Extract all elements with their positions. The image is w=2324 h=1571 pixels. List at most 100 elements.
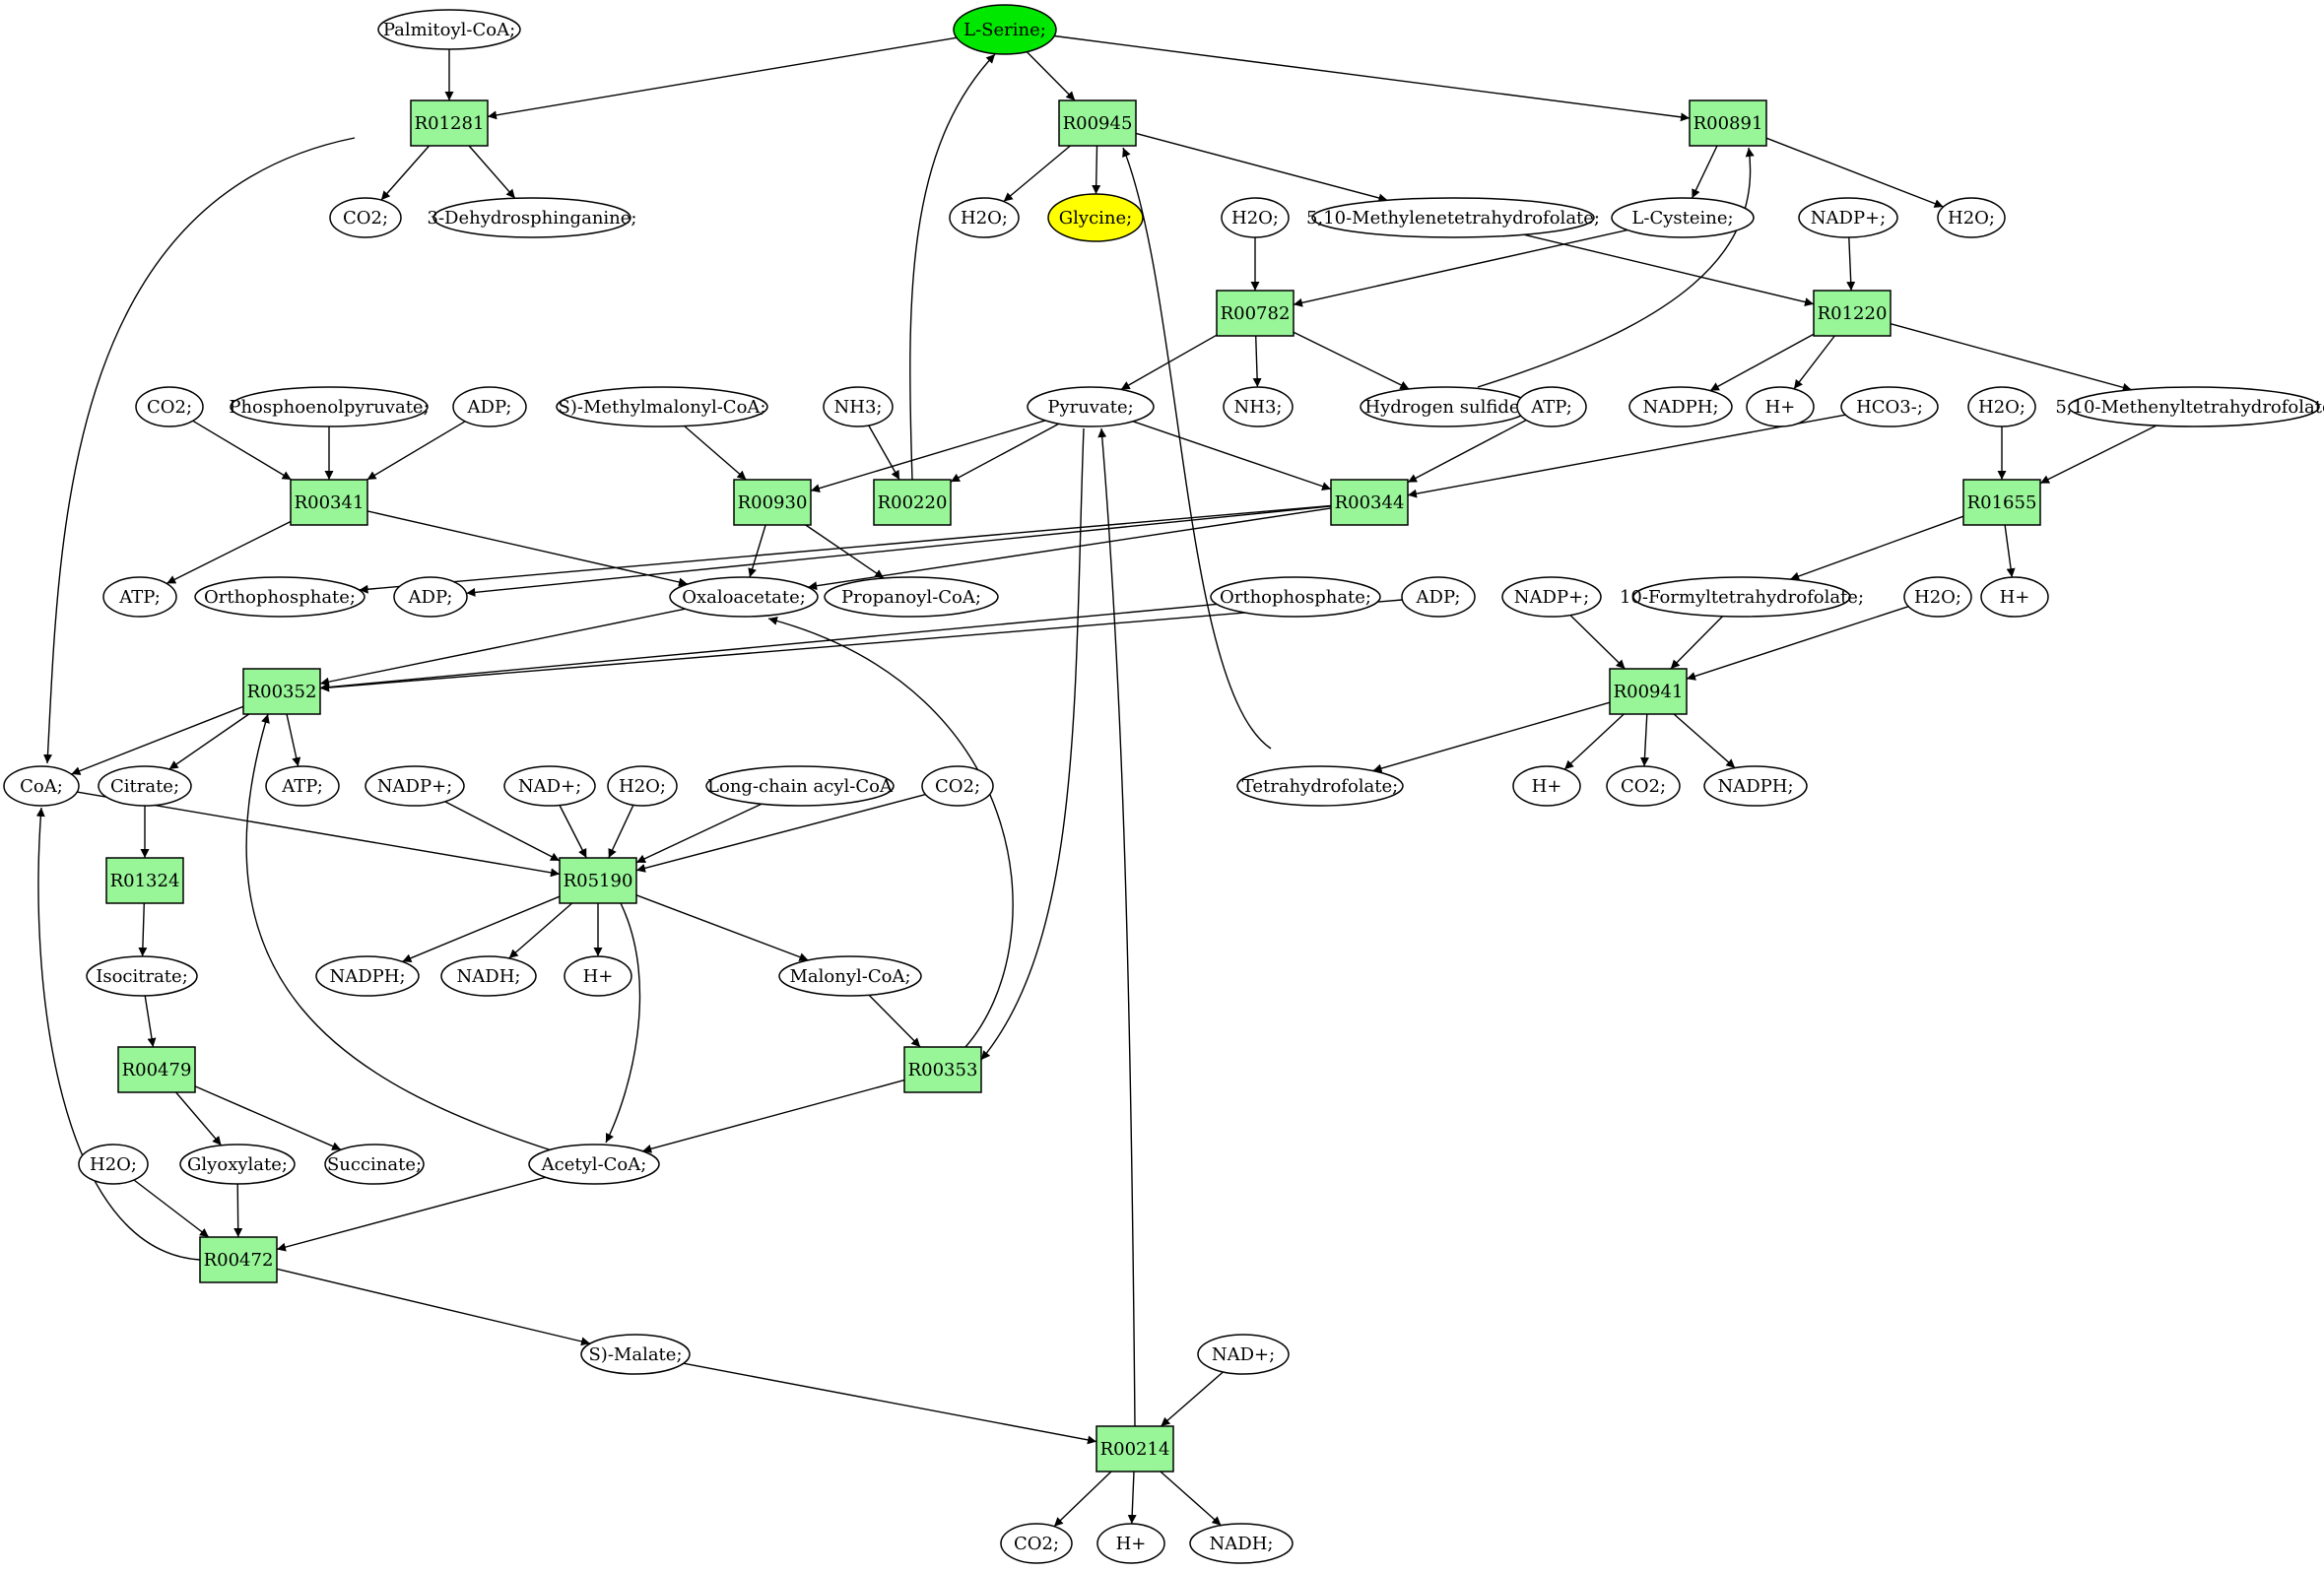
metabolite-node-pep[interactable]: Phosphoenolpyruvate; [229, 386, 430, 427]
metabolite-node-isocit[interactable]: Isocitrate; [86, 955, 198, 997]
metabolite-node-accoa[interactable]: Acetyl-CoA; [528, 1144, 660, 1185]
reaction-node-R05190[interactable]: R05190 [559, 857, 637, 904]
metabolite-node-co2_e[interactable]: CO2; [1000, 1523, 1073, 1564]
edge-methenyl-to-R01655 [2039, 425, 2158, 485]
metabolite-node-coa[interactable]: CoA; [3, 765, 80, 807]
metabolite-node-hplus_c[interactable]: H+ [1512, 765, 1581, 807]
edge-R00341-to-oaa [366, 510, 689, 587]
metabolite-node-pyr[interactable]: Pyruvate; [1027, 386, 1155, 427]
edge-cys-to-R00782 [1293, 229, 1628, 307]
metabolite-node-propcoa[interactable]: Propanoyl-CoA; [824, 576, 999, 618]
metabolite-node-thf[interactable]: Tetrahydrofolate; [1236, 765, 1404, 807]
metabolite-node-h2o_c[interactable]: H2O; [1937, 197, 2006, 238]
metabolite-node-h2o_e[interactable]: H2O; [1903, 576, 1972, 618]
metabolite-node-h2o_a[interactable]: H2O; [949, 197, 1020, 238]
metabolite-node-smalate[interactable]: S)-Malate; [580, 1334, 691, 1375]
metabolite-node-adp_b[interactable]: ADP; [393, 576, 468, 618]
metabolite-node-cys[interactable]: L-Cysteine; [1611, 197, 1755, 238]
node-label: NAD+; [1212, 1344, 1275, 1365]
node-shape [315, 955, 420, 997]
metabolite-node-nadp_a[interactable]: NADP+; [1798, 197, 1898, 238]
reaction-node-R00479[interactable]: R00479 [117, 1046, 196, 1093]
metabolite-node-smmcoa[interactable]: S)-Methylmalonyl-CoA; [556, 386, 768, 427]
metabolite-node-nadh_b[interactable]: NADH; [1189, 1523, 1294, 1564]
node-label: NADP+; [377, 776, 452, 797]
metabolite-node-co2_c[interactable]: CO2; [921, 765, 994, 807]
metabolite-node-mthf[interactable]: 5,10-Methylenetetrahydrofolate; [1306, 197, 1600, 238]
metabolite-node-glycine[interactable]: Glycine; [1047, 193, 1144, 242]
metabolite-node-nad_a[interactable]: NAD+; [503, 765, 596, 807]
metabolite-node-hplus_b[interactable]: H+ [1980, 576, 2049, 618]
metabolite-node-atp_b[interactable]: ATP; [102, 576, 177, 618]
metabolite-node-co2_a[interactable]: CO2; [329, 197, 402, 238]
reaction-node-R01655[interactable]: R01655 [1962, 479, 2041, 526]
node-shape [1628, 386, 1733, 427]
metabolite-node-h2o_f[interactable]: H2O; [607, 765, 678, 807]
metabolite-node-nadph_c[interactable]: NADPH; [315, 955, 420, 997]
reaction-node-R01324[interactable]: R01324 [105, 857, 184, 904]
metabolite-node-malcoa[interactable]: Malonyl-CoA; [778, 955, 922, 997]
metabolite-node-atp_a[interactable]: ATP; [1516, 386, 1587, 427]
metabolite-node-serine[interactable]: L-Serine; [953, 4, 1057, 55]
metabolite-node-palm[interactable]: Palmitoyl-CoA; [377, 9, 521, 50]
node-shape [1236, 765, 1404, 807]
metabolite-node-nadph_b[interactable]: NADPH; [1703, 765, 1808, 807]
reaction-node-R00945[interactable]: R00945 [1058, 99, 1137, 147]
reaction-node-R00782[interactable]: R00782 [1216, 290, 1295, 337]
metabolite-node-succ[interactable]: Succinate; [324, 1144, 425, 1185]
node-label: R01220 [1818, 303, 1888, 324]
edge-R00945-to-mthf [1135, 132, 1388, 203]
node-shape [503, 765, 596, 807]
metabolite-node-co2_b[interactable]: CO2; [135, 386, 204, 427]
metabolite-node-nh3_b[interactable]: NH3; [1223, 386, 1294, 427]
metabolite-node-nadh_a[interactable]: NADH; [440, 955, 537, 997]
reaction-node-R00341[interactable]: R00341 [290, 479, 368, 526]
reaction-node-R00220[interactable]: R00220 [873, 479, 952, 526]
reaction-node-R01220[interactable]: R01220 [1813, 290, 1892, 337]
node-shape [265, 765, 340, 807]
metabolite-node-orthop_b[interactable]: Orthophosphate; [1210, 576, 1381, 618]
metabolite-node-adp_c[interactable]: ADP; [1401, 576, 1476, 618]
metabolite-node-nadp_b[interactable]: NADP+; [1501, 576, 1602, 618]
metabolite-node-lcacoa[interactable]: Long-chain acyl-CoA [705, 765, 895, 807]
node-shape [1967, 386, 2036, 427]
metabolite-node-nadp_c[interactable]: NADP+; [365, 765, 465, 807]
metabolite-node-co2_d[interactable]: CO2; [1606, 765, 1681, 807]
metabolite-node-nh3_a[interactable]: NH3; [823, 386, 894, 427]
node-shape [230, 386, 429, 427]
metabolite-node-glyox[interactable]: Glyoxylate; [179, 1144, 296, 1185]
metabolite-node-nad_b[interactable]: NAD+; [1197, 1334, 1290, 1375]
metabolite-node-formyl[interactable]: 10-Formyltetrahydrofolate; [1620, 576, 1864, 618]
edge-R00214-to-hplus_e [1127, 1471, 1137, 1525]
metabolite-node-hplus_d[interactable]: H+ [564, 955, 632, 997]
reaction-node-R00891[interactable]: R00891 [1689, 99, 1767, 147]
node-label: H2O; [1231, 208, 1279, 229]
metabolite-node-h2o_g[interactable]: H2O; [78, 1144, 149, 1185]
metabolite-node-hplus_a[interactable]: H+ [1746, 386, 1815, 427]
metabolite-node-methenyl[interactable]: 5,10-Methenyltetrahydrofolate [2055, 386, 2324, 427]
metabolite-node-atp_c[interactable]: ATP; [265, 765, 340, 807]
reaction-node-R00941[interactable]: R00941 [1609, 668, 1688, 715]
metabolite-node-nadph_a[interactable]: NADPH; [1628, 386, 1733, 427]
node-label: ADP; [467, 397, 512, 418]
reaction-node-R00214[interactable]: R00214 [1096, 1425, 1174, 1473]
metabolite-node-h2o_d[interactable]: H2O; [1967, 386, 2036, 427]
metabolite-node-h2s[interactable]: Hydrogen sulfide; [1360, 386, 1531, 427]
metabolite-node-adp_a[interactable]: ADP; [452, 386, 527, 427]
metabolite-node-dehydro[interactable]: 3-Dehydrosphinganine; [428, 197, 637, 238]
reaction-node-R01281[interactable]: R01281 [410, 99, 489, 147]
metabolite-node-hplus_e[interactable]: H+ [1096, 1523, 1165, 1564]
metabolite-node-hco3[interactable]: HCO3-; [1840, 386, 1939, 427]
node-label: R00945 [1063, 113, 1133, 134]
metabolite-node-h2o_b[interactable]: H2O; [1221, 197, 1290, 238]
metabolite-node-orthop_a[interactable]: Orthophosphate; [194, 576, 365, 618]
reaction-node-R00352[interactable]: R00352 [242, 668, 321, 715]
reaction-node-R00353[interactable]: R00353 [903, 1046, 982, 1093]
reaction-node-R00930[interactable]: R00930 [733, 479, 812, 526]
node-label: Glyoxylate; [187, 1154, 288, 1175]
reaction-node-R00344[interactable]: R00344 [1330, 479, 1409, 526]
node-label: CO2; [1014, 1534, 1059, 1554]
metabolite-node-oaa[interactable]: Oxaloacetate; [669, 576, 819, 618]
metabolite-node-citrate[interactable]: Citrate; [98, 765, 192, 807]
reaction-node-R00472[interactable]: R00472 [199, 1236, 278, 1283]
